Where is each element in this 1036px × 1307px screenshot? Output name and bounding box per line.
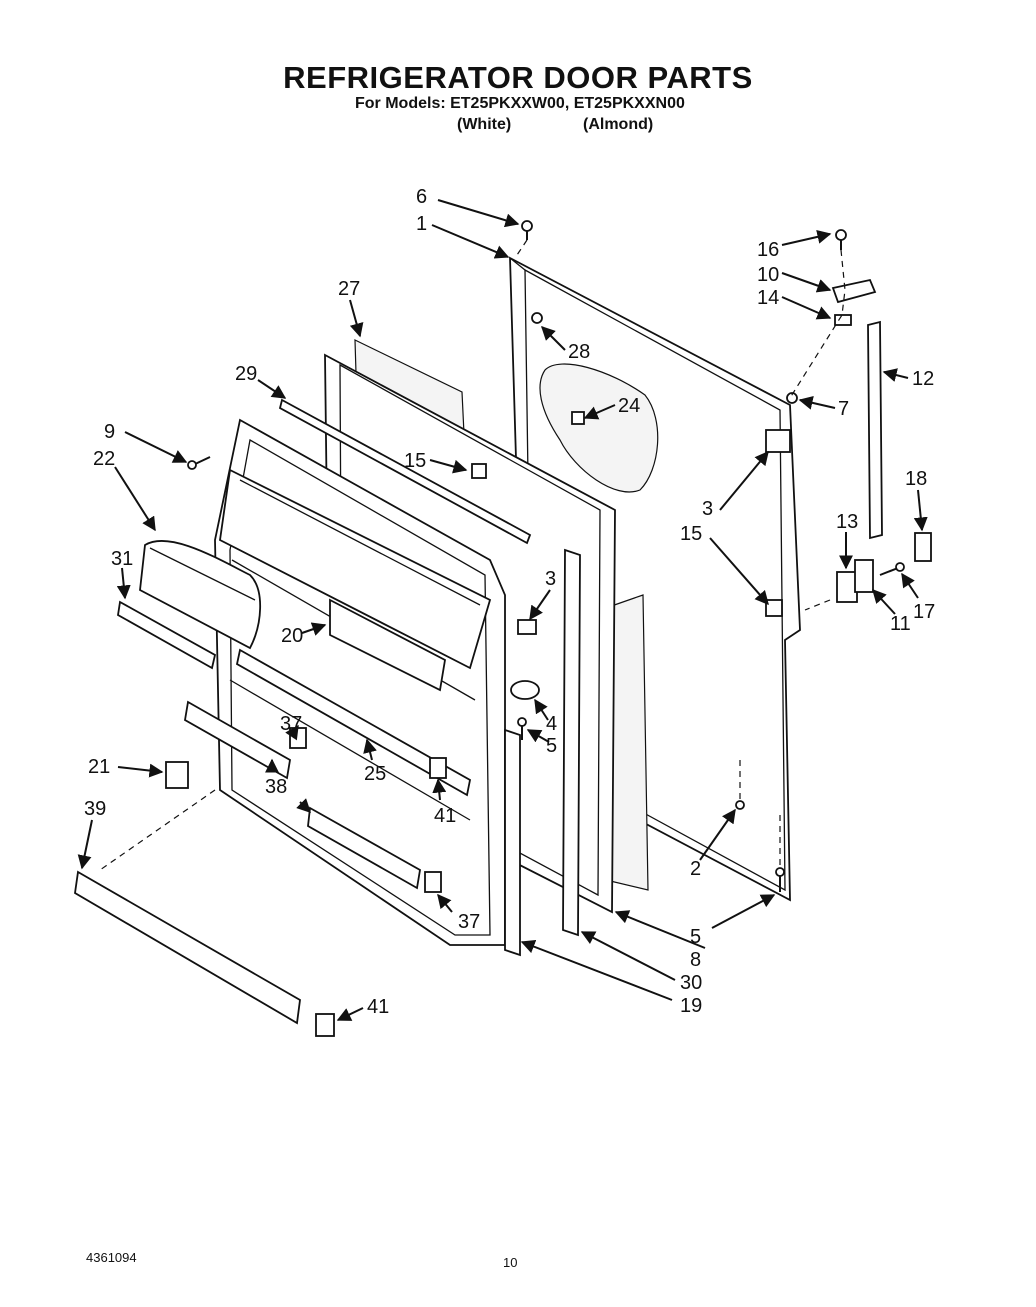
callout-label: 38 [265,776,287,798]
screw-5-right [775,867,785,892]
shim-14 [834,314,852,326]
callout-label: 13 [836,511,858,533]
callout-label: 22 [93,448,115,470]
end-cap-41b [315,1013,335,1037]
align-line-39 [99,789,216,871]
footer-part-code: 4361094 [86,1250,137,1265]
strip-19 [504,728,521,957]
callout-label: 7 [838,398,849,420]
bottom-trim-39 [74,870,301,1025]
callout-label: 27 [338,278,360,300]
callout-label: 15 [680,523,702,545]
callout-label: 28 [568,341,590,363]
screw-2 [735,800,745,810]
hinge-10 [831,278,877,304]
callout-label: 10 [757,264,779,286]
callout-label: 14 [757,287,779,309]
page-number: 10 [503,1255,518,1270]
callout-labels: 6 1 27 28 29 24 9 22 15 31 3 20 37 4 5 2… [84,186,935,1018]
screw-9 [187,456,211,470]
callout-label: 37 [458,911,480,933]
callout-label: 1 [416,213,427,235]
bracket-21 [165,761,189,789]
callout-label: 31 [111,548,133,570]
callout-label: 5 [690,926,701,948]
callout-label: 11 [890,613,911,635]
callout-label: 6 [416,186,427,208]
clip-15 [471,463,487,479]
callout-label: 20 [281,625,303,647]
hinge-11 [854,559,874,593]
callout-label: 17 [913,601,935,623]
shelf-38 [184,700,291,780]
callout-label: 16 [757,239,779,261]
end-cap-41a [429,757,447,779]
shelf-retainer-25 [235,648,472,797]
callout-label: 8 [690,949,701,971]
end-cap-37b [424,871,442,893]
callout-label: 21 [88,756,110,778]
screw-16 [835,229,847,250]
dairy-door-22 [139,540,262,650]
callout-label: 25 [364,763,386,785]
screw-7 [786,392,798,404]
callout-label: 2 [690,858,701,880]
bracket-13 [836,571,858,603]
dairy-bin-20 [219,468,492,692]
trim-29 [278,398,532,545]
bracket-3-left [517,619,537,635]
callout-label: 30 [680,972,702,994]
insulation-cutaway [539,363,659,493]
callout-label: 4 [546,713,557,735]
screw-28 [531,312,543,324]
align-line-16 [789,249,846,399]
callout-label: 12 [912,368,934,390]
callout-label: 29 [235,363,257,385]
door-hinge-bar-12 [867,320,883,540]
hinge-bracket-3 [765,429,791,453]
plug-4 [510,680,540,700]
screw-17 [879,562,905,576]
shelf-bar-31 [117,600,217,670]
page-title: REFRIGERATOR DOOR PARTS [283,60,753,95]
callout-label: 3 [702,498,713,520]
variant-almond: (Almond) [583,116,654,133]
leader-lines [77,199,928,1021]
screw-6 [521,220,533,240]
callout-label: 39 [84,798,106,820]
align-line-6 [514,239,528,259]
shelf-lower [307,806,421,890]
strip-30 [562,548,581,937]
callout-label: 41 [434,805,456,827]
callout-label: 19 [680,995,702,1017]
variant-white: (White) [457,116,512,133]
callout-label: 5 [546,735,557,757]
callout-label: 9 [104,421,115,443]
clip-24 [571,411,585,425]
screw-5-left [517,717,527,740]
callout-label: 3 [545,568,556,590]
callout-label: 37 [280,713,302,735]
callout-label: 18 [905,468,927,490]
cover-18 [914,532,932,562]
align-line-13 [804,599,831,611]
clip-15-right [765,599,783,617]
callout-label: 15 [404,450,426,472]
callout-label: 24 [618,395,640,417]
callout-label: 41 [367,996,389,1018]
models-line: For Models: ET25PKXXW00, ET25PKXXN00 [355,95,685,112]
